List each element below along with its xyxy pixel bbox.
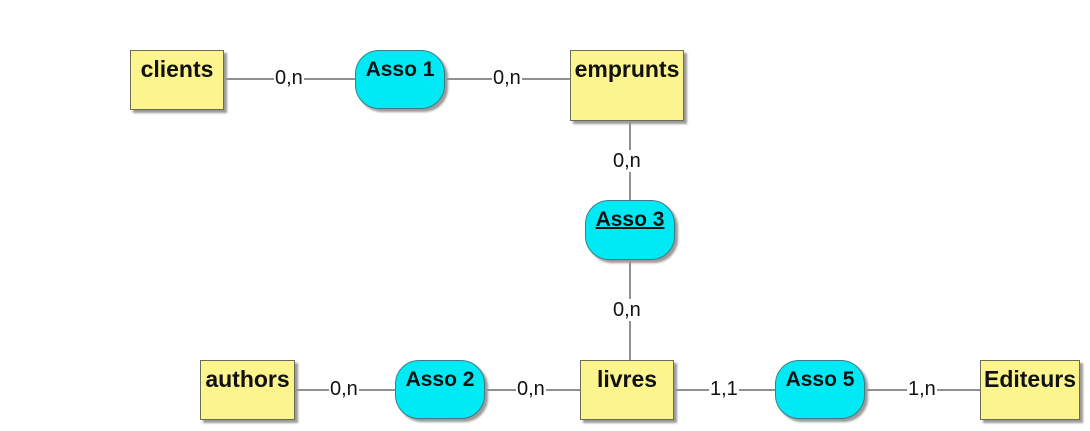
entity-clients[interactable]: clients (130, 50, 224, 110)
cardinality-authors-asso2: 0,n (329, 378, 359, 400)
cardinality-asso1-emprunts: 0,n (492, 67, 522, 89)
entity-livres[interactable]: livres (580, 360, 674, 420)
association-asso5[interactable]: Asso 5 (775, 360, 865, 419)
entity-clients-label: clients (140, 56, 214, 82)
cardinality-asso5-editeurs: 1,n (907, 378, 937, 400)
entity-emprunts-label: emprunts (574, 56, 680, 82)
entity-editeurs[interactable]: Editeurs (980, 360, 1080, 420)
cardinality-clients-asso1: 0,n (274, 67, 304, 89)
association-asso3[interactable]: Asso 3 (585, 200, 675, 260)
association-asso2-label: Asso 2 (405, 368, 475, 391)
association-asso2[interactable]: Asso 2 (395, 360, 485, 419)
entity-authors-label: authors (205, 366, 290, 392)
entity-authors[interactable]: authors (200, 360, 295, 420)
cardinality-livres-asso5: 1,1 (709, 378, 739, 400)
cardinality-asso3-livres: 0,n (612, 299, 642, 321)
association-asso1[interactable]: Asso 1 (355, 50, 445, 109)
entity-emprunts[interactable]: emprunts (570, 50, 684, 121)
association-asso5-label: Asso 5 (785, 368, 855, 391)
cardinality-emprunts-asso3: 0,n (612, 150, 642, 172)
cardinality-asso2-livres: 0,n (516, 378, 546, 400)
association-asso3-label: Asso 3 (595, 208, 665, 231)
association-asso1-label: Asso 1 (365, 58, 435, 81)
entity-editeurs-label: Editeurs (983, 366, 1077, 392)
entity-livres-label: livres (596, 366, 658, 392)
